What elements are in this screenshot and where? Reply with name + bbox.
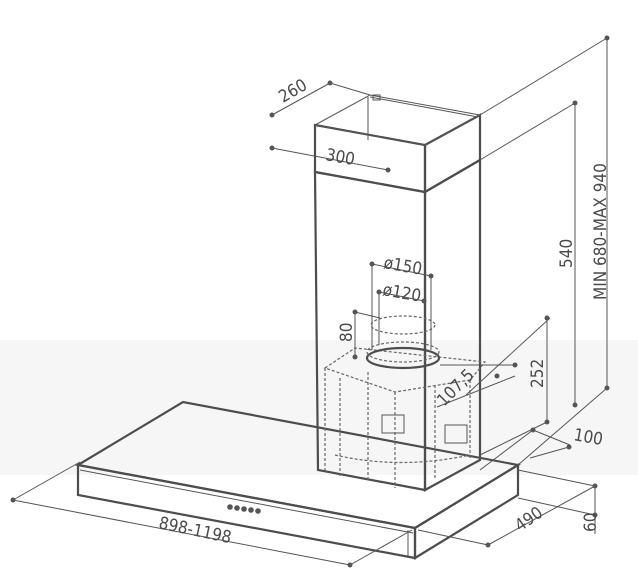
dim-chimney-depth: 260: [276, 75, 311, 107]
dimension-lines: [10, 35, 610, 568]
motor-housing: [323, 315, 487, 488]
dim-outlet-height: 80: [337, 323, 357, 342]
dim-chimney-height: 540: [557, 239, 577, 268]
dim-outlet-inner: ø120: [381, 280, 422, 306]
dim-width: 898-1198: [157, 513, 233, 548]
background-band: [0, 340, 638, 475]
control-buttons: [227, 504, 261, 514]
dim-outlet-outer: ø150: [382, 253, 423, 279]
dim-total-height: MIN 680-MAX 940: [591, 163, 611, 300]
dim-motor-height: 252: [528, 359, 548, 388]
dim-depth: 490: [511, 503, 546, 536]
dim-hood-height: 60: [581, 513, 601, 532]
dim-rear-offset: 100: [572, 425, 604, 450]
dim-chimney-width: 300: [324, 145, 356, 170]
